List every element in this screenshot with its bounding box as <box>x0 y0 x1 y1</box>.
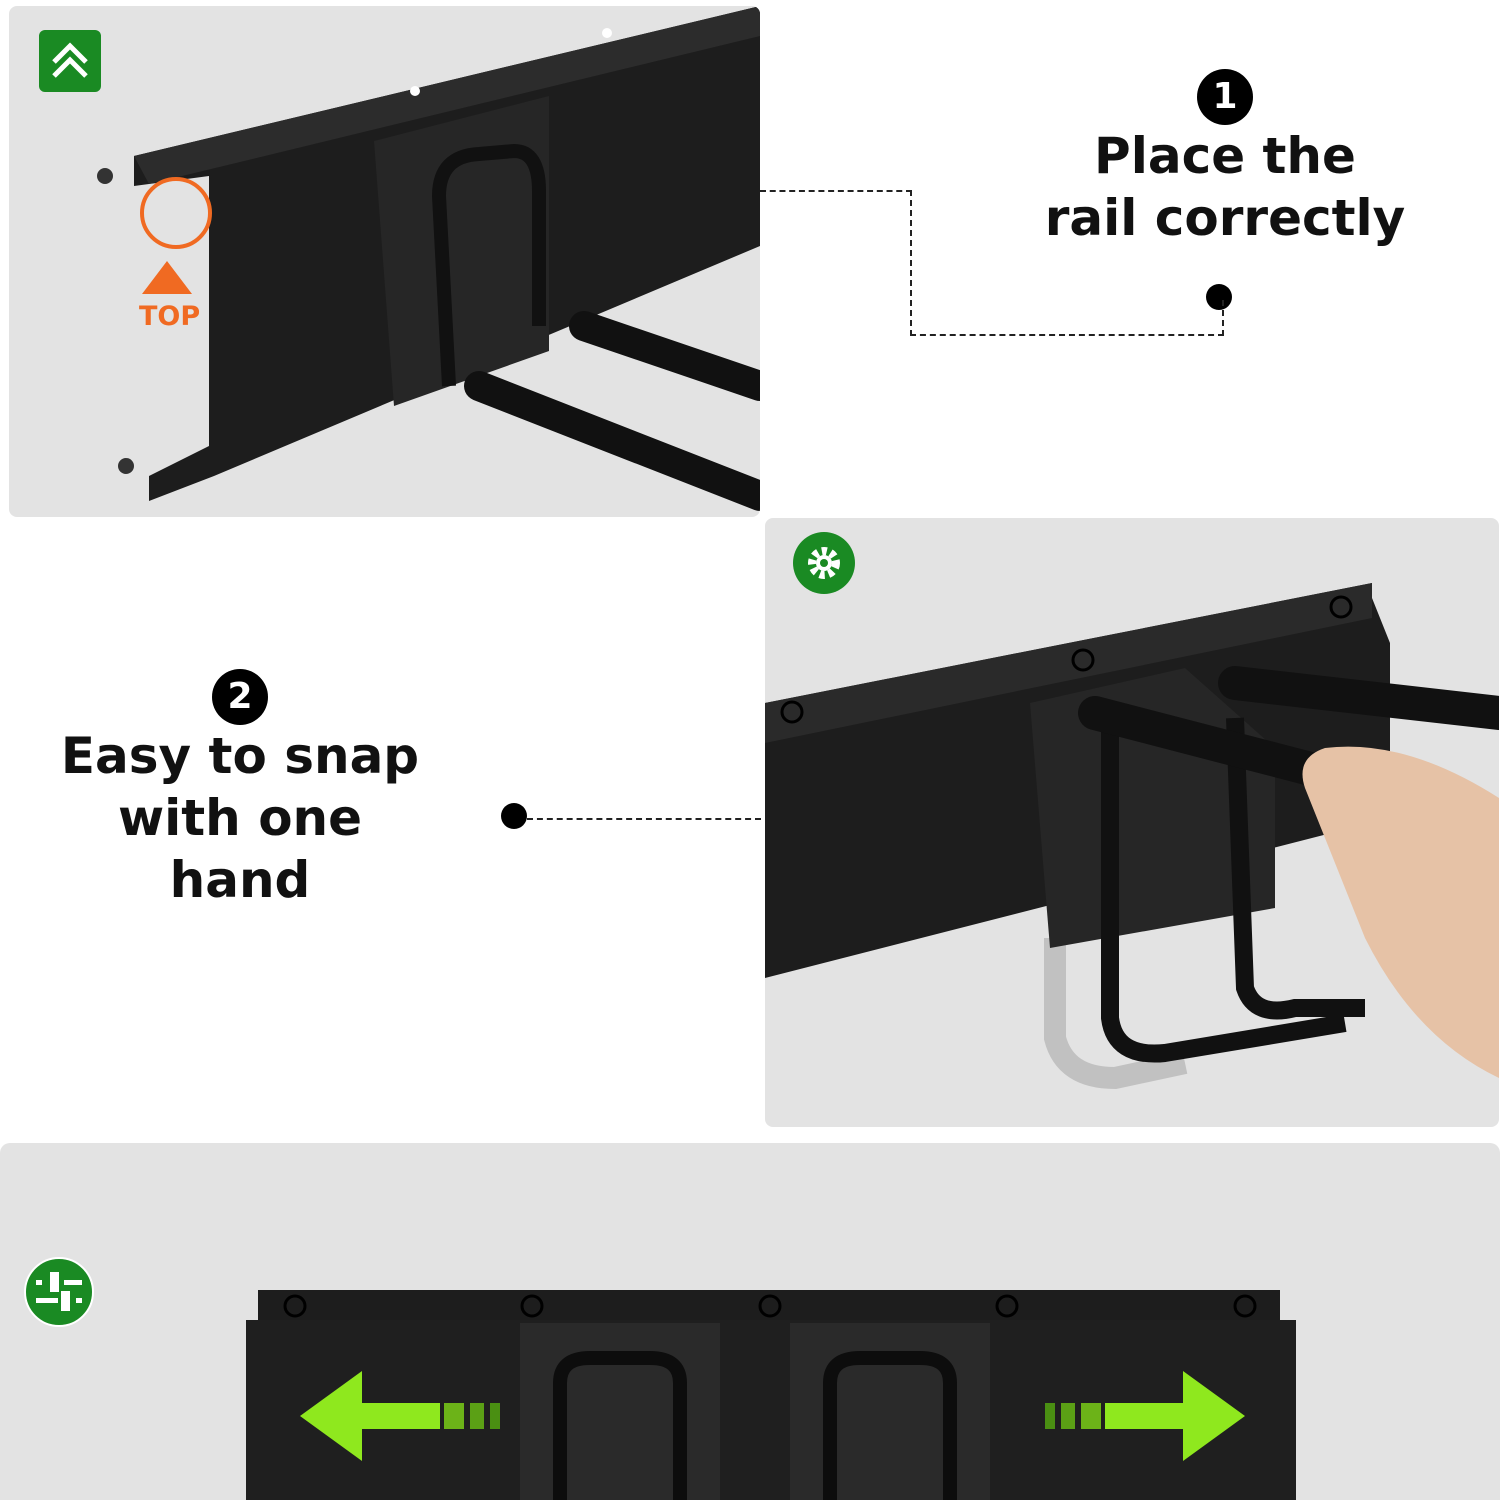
highlight-circle <box>140 177 212 249</box>
step-1-line1: Place the <box>1094 127 1356 185</box>
snap-hook-photo <box>765 518 1499 1127</box>
adjust-hooks-photo <box>0 1143 1500 1500</box>
top-label: TOP <box>139 301 201 332</box>
step-1-number: 1 <box>1197 69 1253 125</box>
arrow-right-icon <box>1045 1371 1245 1461</box>
step-2-number: 2 <box>212 669 268 725</box>
step-1-caption: 1 Place the rail correctly <box>1040 60 1410 249</box>
double-chevron-up-icon <box>39 30 101 92</box>
up-triangle-icon <box>142 261 192 294</box>
rail-top-photo: TOP <box>9 6 760 517</box>
rail-illustration <box>97 6 760 511</box>
step-2-line2: with one hand <box>117 789 363 909</box>
arrow-left-icon <box>300 1371 500 1461</box>
callout-line-1b <box>910 300 1224 336</box>
sliders-icon <box>24 1257 94 1327</box>
callout-dot-1 <box>1206 284 1232 310</box>
callout-dot-2 <box>501 803 527 829</box>
gear-icon <box>793 532 855 594</box>
adjust-illustration <box>246 1290 1296 1500</box>
step-1-line2: rail correctly <box>1044 189 1406 247</box>
callout-line-1 <box>760 190 912 336</box>
callout-line-2 <box>527 818 761 820</box>
step-2-line1: Easy to snap <box>60 727 420 785</box>
snap-illustration <box>765 583 1499 1090</box>
step-2-caption: 2 Easy to snap with one hand <box>40 660 440 911</box>
